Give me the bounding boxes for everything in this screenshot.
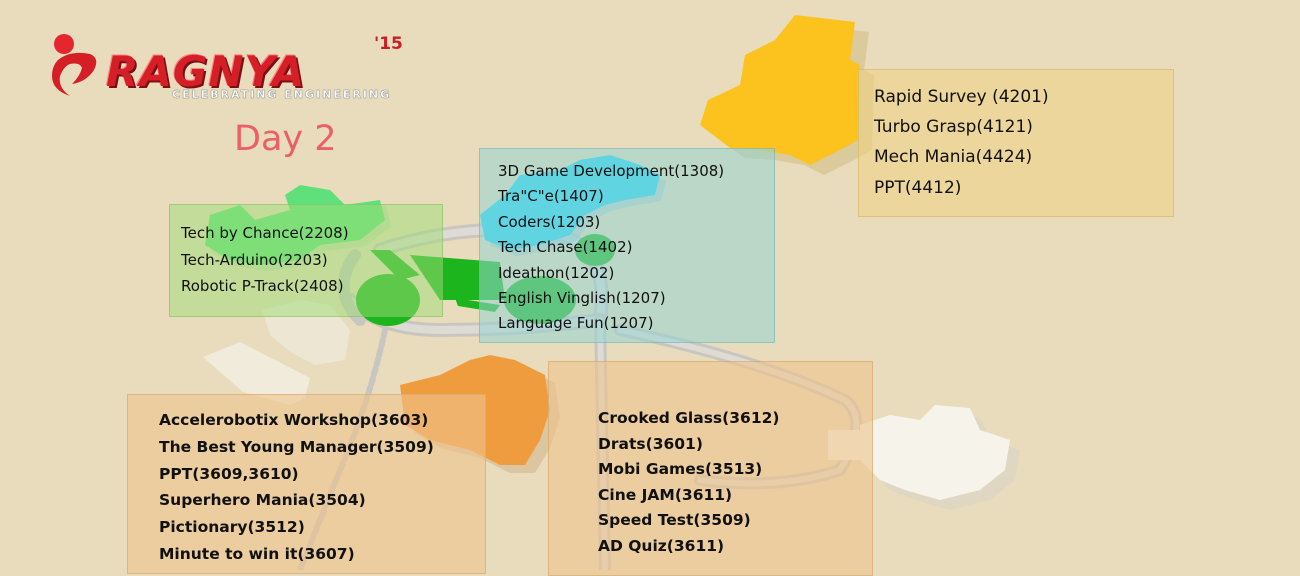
- event-item[interactable]: Mobi Games(3513): [598, 460, 763, 479]
- event-item[interactable]: Tra"C"e(1407): [498, 187, 604, 206]
- events-panel-cyan: 3D Game Development(1308) Tra"C"e(1407) …: [479, 148, 775, 343]
- event-item[interactable]: Speed Test(3509): [598, 511, 751, 530]
- logo-wordmark: RAGNYA: [106, 47, 306, 96]
- event-item[interactable]: Ideathon(1202): [498, 263, 615, 282]
- event-item[interactable]: PPT(4412): [874, 177, 962, 198]
- event-item[interactable]: Rapid Survey (4201): [874, 87, 1049, 107]
- event-item[interactable]: Language Fun(1207): [498, 314, 654, 333]
- event-item[interactable]: Tech by Chance(2208): [181, 224, 349, 242]
- event-item[interactable]: Pictionary(3512): [159, 518, 305, 537]
- event-item[interactable]: Robotic P-Track(2408): [181, 277, 344, 296]
- event-item[interactable]: 3D Game Development(1308): [498, 162, 725, 180]
- event-item[interactable]: AD Quiz(3611): [598, 536, 725, 555]
- event-item[interactable]: Tech Chase(1402): [498, 238, 633, 257]
- ragnya-logo: RAGNYA '15 CELEBRATING ENGINEERING: [48, 30, 448, 110]
- building-yellow: [700, 15, 874, 175]
- event-item[interactable]: Superhero Mania(3504): [159, 491, 366, 510]
- event-item[interactable]: Turbo Grasp(4121): [874, 117, 1033, 138]
- building-white-right: [828, 405, 1020, 510]
- event-item[interactable]: Cine JAM(3611): [598, 485, 733, 504]
- logo-year: '15: [374, 34, 403, 54]
- event-item[interactable]: The Best Young Manager(3509): [159, 437, 434, 456]
- day-title: Day 2: [234, 119, 337, 159]
- event-item[interactable]: English Vinglish(1207): [498, 289, 666, 308]
- events-list-yellow: Rapid Survey (4201) Turbo Grasp(4121) Me…: [874, 82, 1173, 203]
- event-item[interactable]: Minute to win it(3607): [159, 544, 355, 563]
- logo-tagline: CELEBRATING ENGINEERING: [172, 88, 392, 101]
- events-panel-orange-left: Accelerobotix Workshop(3603) The Best Yo…: [127, 394, 486, 574]
- events-list-green: Tech by Chance(2208) Tech-Arduino(2203) …: [181, 220, 442, 300]
- events-list-orange-right: Crooked Glass(3612) Drats(3601) Mobi Gam…: [598, 406, 872, 560]
- logo-swirl-icon: [52, 34, 97, 96]
- event-item[interactable]: Mech Mania(4424): [874, 147, 1033, 168]
- event-item[interactable]: Tech-Arduino(2203): [181, 250, 328, 269]
- event-item[interactable]: Crooked Glass(3612): [598, 409, 780, 427]
- event-item[interactable]: Accelerobotix Workshop(3603): [159, 411, 429, 429]
- event-item[interactable]: PPT(3609,3610): [159, 464, 299, 483]
- event-item[interactable]: Coders(1203): [498, 212, 601, 231]
- events-panel-green: Tech by Chance(2208) Tech-Arduino(2203) …: [169, 204, 443, 317]
- events-list-cyan: 3D Game Development(1308) Tra"C"e(1407) …: [498, 159, 774, 337]
- events-panel-orange-right: Crooked Glass(3612) Drats(3601) Mobi Gam…: [548, 361, 873, 576]
- events-list-orange-left: Accelerobotix Workshop(3603) The Best Yo…: [159, 407, 485, 568]
- event-item[interactable]: Drats(3601): [598, 434, 703, 453]
- events-panel-yellow: Rapid Survey (4201) Turbo Grasp(4121) Me…: [858, 69, 1174, 217]
